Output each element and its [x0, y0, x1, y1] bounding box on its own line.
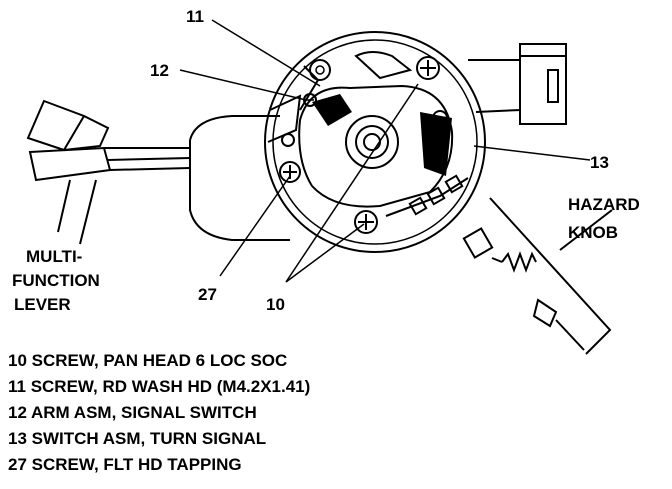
legend-item: 11 SCREW, RD WASH HD (M4.2X1.41) — [8, 377, 310, 396]
legend-item: 13 SWITCH ASM, TURN SIGNAL — [8, 429, 266, 448]
label-lever: LEVER — [14, 295, 71, 314]
central-hub — [345, 115, 399, 169]
screw-10-bottom — [354, 210, 378, 234]
callout-13: 13 — [590, 153, 609, 172]
connector-block — [468, 43, 567, 125]
label-knob: KNOB — [568, 223, 618, 242]
legend-item: 10 SCREW, PAN HEAD 6 LOC SOC — [8, 351, 287, 370]
label-multi: MULTI- — [26, 247, 82, 266]
multifunction-lever-drawing — [26, 99, 191, 245]
switch-housing — [189, 31, 486, 253]
screw-27 — [279, 133, 301, 183]
callout-27: 27 — [198, 285, 217, 304]
hazard-knob-assembly — [462, 197, 613, 355]
legend-item: 12 ARM ASM, SIGNAL SWITCH — [8, 403, 257, 422]
parts-legend: 10 SCREW, PAN HEAD 6 LOC SOC 11 SCREW, R… — [8, 351, 310, 474]
leader-lines — [179, 19, 591, 283]
callout-11: 11 — [186, 7, 204, 26]
callout-10: 10 — [266, 295, 285, 314]
legend-item: 27 SCREW, FLT HD TAPPING — [8, 455, 242, 474]
label-function: FUNCTION — [12, 271, 100, 290]
cam-mechanism — [267, 51, 469, 217]
callout-12: 12 — [150, 61, 169, 80]
screw-10-top — [416, 56, 440, 80]
label-hazard: HAZARD — [568, 195, 640, 214]
